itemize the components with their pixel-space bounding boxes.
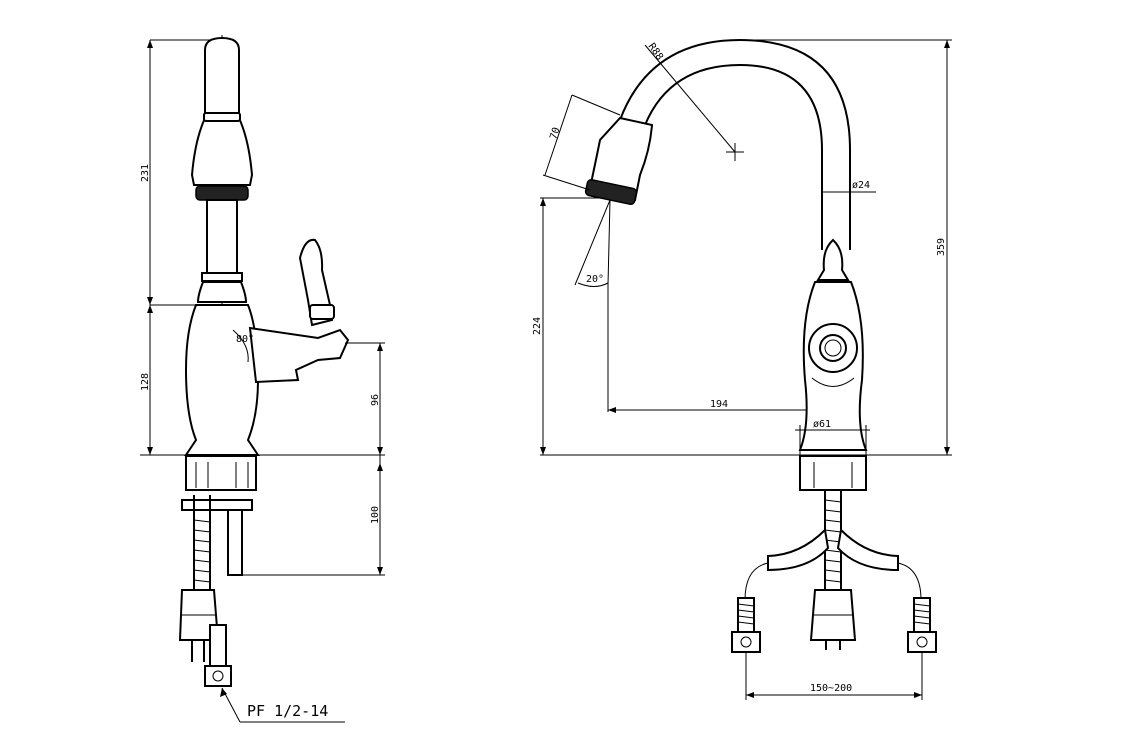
dim-70: 70 — [548, 126, 562, 141]
dim-231: 231 — [140, 164, 151, 182]
dim-96: 96 — [370, 394, 381, 406]
dim-d24: ø24 — [852, 180, 870, 191]
dim-80deg: 80° — [236, 334, 254, 345]
dim-r88: R88 — [646, 41, 665, 62]
dim-128: 128 — [140, 373, 151, 391]
dim-d61: ø61 — [813, 419, 831, 430]
dim-100: 100 — [370, 506, 381, 524]
front-view: 359 R88 ø24 70 20° 224 19 — [532, 38, 952, 700]
dim-194: 194 — [710, 399, 728, 410]
dim-359: 359 — [936, 238, 947, 256]
dim-224: 224 — [532, 317, 543, 335]
dim-20deg: 20° — [586, 274, 604, 285]
thread-callout: PF 1/2-14 — [247, 702, 328, 720]
side-view: 231 128 80° 96 — [140, 35, 385, 723]
dim-150-200: 150~200 — [810, 683, 852, 694]
